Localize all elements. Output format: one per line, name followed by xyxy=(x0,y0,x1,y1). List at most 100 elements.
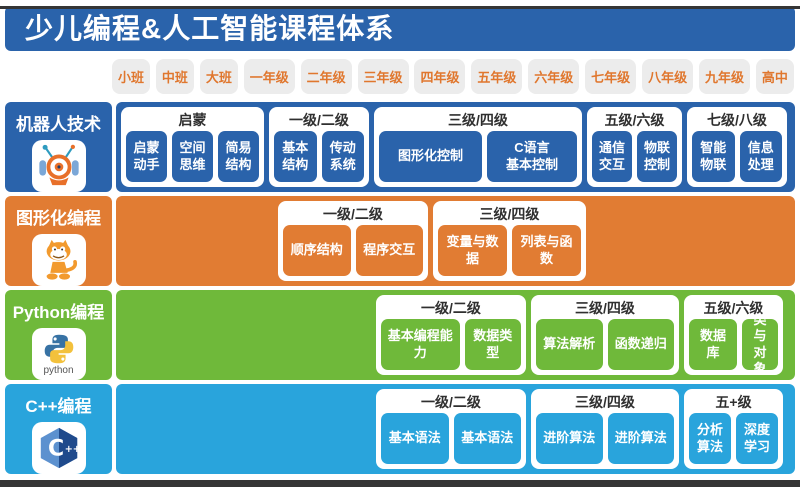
course-badge: 分析 算法 xyxy=(689,413,731,464)
level-card-title: 一级/二级 xyxy=(323,206,383,222)
level-card: 三级/四级算法解析函数递归 xyxy=(531,295,679,375)
level-card: 五级/六级通信 交互物联 控制 xyxy=(587,107,682,187)
row-icon-box xyxy=(31,140,86,192)
level-card-badges: 基本编程能力数据类型 xyxy=(381,319,521,370)
scratch-cat-icon xyxy=(46,239,77,280)
grade-badge: 五年级 xyxy=(471,59,523,94)
level-card-title: 一级/二级 xyxy=(421,394,481,410)
level-card-badges: 数据库类与 对象 xyxy=(689,312,778,376)
row-icon-box: python xyxy=(31,328,86,380)
course-badge: 信息 处理 xyxy=(739,131,782,182)
course-badge: 顺序结构 xyxy=(283,225,351,276)
level-card-title: 五级/六级 xyxy=(604,112,665,128)
level-card-title: 五级/六级 xyxy=(703,300,764,316)
page-title: 少儿编程&人工智能课程体系 xyxy=(5,6,795,51)
row-title: C++编程 xyxy=(25,397,92,416)
grade-badge: 一年级 xyxy=(243,59,295,94)
course-badge: 空间 思维 xyxy=(172,131,213,182)
row-label: 图形化编程 xyxy=(5,196,112,286)
level-card: 五+级分析 算法深度 学习 xyxy=(684,389,783,469)
course-badge: 数据库 xyxy=(689,319,737,370)
course-badge: 数据类型 xyxy=(464,319,521,370)
top-edge-strip xyxy=(0,6,800,9)
grade-badge: 九年级 xyxy=(698,59,750,94)
course-badge: 物联 控制 xyxy=(637,131,677,182)
level-card-title: 七级/八级 xyxy=(707,112,767,128)
course-badge: 基本编程能力 xyxy=(381,319,460,370)
grade-badge: 高中 xyxy=(755,59,794,94)
row-content: 一级/二级基本语法基本语法三级/四级进阶算法进阶算法五+级分析 算法深度 学习 xyxy=(116,384,795,474)
row-spacer xyxy=(121,201,273,202)
level-card-title: 三级/四级 xyxy=(479,206,540,222)
level-card-badges: 智能 物联信息 处理 xyxy=(692,131,782,182)
svg-text:++: ++ xyxy=(64,444,80,455)
course-badge: 算法解析 xyxy=(536,319,603,370)
level-card-badges: 算法解析函数递归 xyxy=(536,319,674,370)
level-card: 五级/六级数据库类与 对象 xyxy=(684,295,783,376)
level-card-badges: 进阶算法进阶算法 xyxy=(536,413,674,464)
course-badge: 基本语法 xyxy=(453,413,521,464)
course-badge: 进阶算法 xyxy=(536,413,603,464)
level-card-badges: 顺序结构程序交互 xyxy=(283,225,423,276)
course-badge: 函数递归 xyxy=(607,319,674,370)
cpp-icon: C ++ xyxy=(40,427,80,469)
course-badge: C语言 基本控制 xyxy=(487,131,577,182)
course-badge: 进阶算法 xyxy=(607,413,674,464)
level-card-title: 三级/四级 xyxy=(575,300,635,316)
level-card-badges: 变量与数据列表与函数 xyxy=(438,225,581,276)
python-icon xyxy=(44,334,73,364)
grade-badge: 四年级 xyxy=(414,59,466,94)
icon-caption: python xyxy=(43,365,74,376)
row-icon-box xyxy=(31,234,86,286)
course-badge: 基本 结构 xyxy=(274,131,317,182)
grade-badge: 七年级 xyxy=(585,59,637,94)
course-row: 图形化编程 一级/二级顺序结构程序交互三级/四级变量与数据列表与函数 xyxy=(5,196,795,286)
row-content: 一级/二级基本编程能力数据类型三级/四级算法解析函数递归五级/六级数据库类与 对… xyxy=(116,290,795,380)
level-card: 启蒙启蒙 动手空间 思维简易 结构 xyxy=(121,107,264,187)
course-badge: 变量与数据 xyxy=(438,225,507,276)
course-badge: 图形化控制 xyxy=(379,131,482,182)
course-badge: 列表与函数 xyxy=(512,225,581,276)
grade-badge: 小班 xyxy=(112,59,151,94)
row-icon-box: C ++ xyxy=(31,422,86,474)
row-spacer xyxy=(121,295,371,296)
row-label: Python编程 python xyxy=(5,290,112,380)
row-content: 一级/二级顺序结构程序交互三级/四级变量与数据列表与函数 xyxy=(116,196,795,286)
course-row: 机器人技术 启蒙启蒙 动手空间 思维简易 结构 一级/二级基本 结构传动 系统 三级… xyxy=(5,102,795,192)
level-card-title: 三级/四级 xyxy=(448,112,508,128)
course-badge: 通信 交互 xyxy=(592,131,632,182)
row-spacer xyxy=(121,389,371,390)
level-card-title: 三级/四级 xyxy=(575,394,635,410)
robot-icon xyxy=(38,144,79,186)
level-card-badges: 分析 算法深度 学习 xyxy=(689,413,778,464)
level-card: 一级/二级基本编程能力数据类型 xyxy=(376,295,526,375)
level-card-badges: 基本语法基本语法 xyxy=(381,413,521,464)
course-rows: 机器人技术 启蒙启蒙 动手空间 思维简易 结构一级/二级基本 结构传动 系统三级… xyxy=(5,102,795,474)
row-content: 启蒙启蒙 动手空间 思维简易 结构 一级/二级基本 结构传动 系统 三级/四级图形化… xyxy=(116,102,795,192)
course-badge: 启蒙 动手 xyxy=(126,131,167,182)
level-card-title: 启蒙 xyxy=(178,112,207,128)
grade-badge: 三年级 xyxy=(357,59,409,94)
grade-badge: 中班 xyxy=(155,59,194,94)
course-badge: 智能 物联 xyxy=(692,131,735,182)
course-badge: 程序交互 xyxy=(355,225,423,276)
course-row: C++编程 C ++ 一级/二级基本语法基本语法三级/四级进阶算法进阶算法五+级… xyxy=(5,384,795,474)
level-card-title: 一级/二级 xyxy=(289,112,349,128)
grade-badge: 二年级 xyxy=(300,59,352,94)
row-label: 机器人技术 xyxy=(5,102,112,192)
bottom-edge-strip xyxy=(0,480,800,487)
grade-badge: 大班 xyxy=(199,59,238,94)
level-card: 三级/四级变量与数据列表与函数 xyxy=(433,201,586,281)
level-card-badges: 通信 交互物联 控制 xyxy=(592,131,677,182)
row-label: C++编程 C ++ xyxy=(5,384,112,474)
level-card: 七级/八级智能 物联信息 处理 xyxy=(687,107,787,187)
row-title: 机器人技术 xyxy=(16,115,101,134)
course-badge: 传动 系统 xyxy=(321,131,364,182)
svg-text:C: C xyxy=(48,437,64,462)
course-badge: 类与 对象 xyxy=(742,312,778,376)
grade-badge: 六年级 xyxy=(528,59,580,94)
row-title: Python编程 xyxy=(12,303,105,322)
grade-scale-row: 小班中班大班一年级二年级三年级四年级五年级六年级七年级八年级九年级高中 xyxy=(112,59,794,94)
